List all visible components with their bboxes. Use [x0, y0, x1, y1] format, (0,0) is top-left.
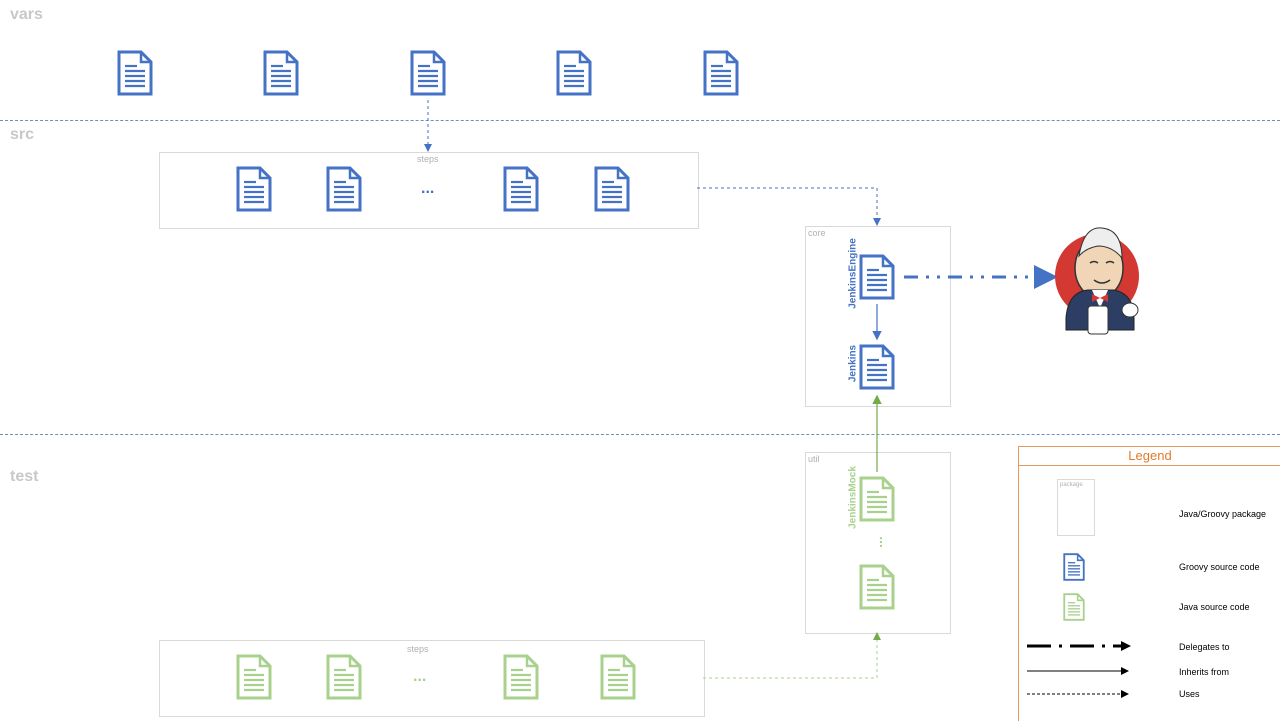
package-label: steps: [407, 644, 429, 654]
ellipsis-test-steps: ...: [413, 668, 427, 685]
groovy-file-icon: [859, 344, 895, 390]
package-label: util: [808, 454, 820, 464]
java-file-icon: [600, 654, 636, 700]
package-label: core: [808, 228, 826, 238]
legend-panel: Legend package Java/Groovy package Groov…: [1018, 446, 1280, 721]
separator-src-test: [0, 434, 1280, 435]
class-label-jenkins-engine: JenkinsEngine: [847, 238, 859, 309]
groovy-file-icon: [117, 50, 153, 96]
groovy-file-icon: [556, 50, 592, 96]
legend-inherits-line: [1027, 667, 1129, 675]
groovy-file-icon: [703, 50, 739, 96]
section-label-test: test: [10, 468, 39, 485]
class-label-jenkins-mock: JenkinsMock: [847, 466, 859, 529]
legend-package-sample-label: package: [1060, 482, 1083, 488]
java-file-icon: [503, 654, 539, 700]
groovy-file-icon: [410, 50, 446, 96]
section-label-src: src: [10, 126, 35, 143]
uses-arrow-teststeps-to-util: [703, 632, 881, 679]
groovy-file-icon: [236, 166, 272, 212]
legend-uses-line: [1027, 690, 1129, 698]
uses-arrow-steps-to-core: [697, 187, 881, 226]
legend-groovy-file-icon: [1063, 553, 1085, 581]
section-label-vars: vars: [10, 6, 43, 23]
legend-delegates-line: [1027, 641, 1131, 651]
java-file-icon: [859, 476, 895, 522]
java-file-icon: [236, 654, 272, 700]
separator-vars-src: [0, 120, 1280, 121]
java-file-icon: [326, 654, 362, 700]
groovy-file-icon: [859, 254, 895, 300]
legend-package-sample: package: [1057, 479, 1095, 536]
legend-text-delegates: Delegates to: [1179, 642, 1230, 652]
class-label-jenkins: Jenkins: [847, 344, 859, 383]
groovy-file-icon: [263, 50, 299, 96]
legend-text-groovy: Groovy source code: [1179, 562, 1260, 572]
java-file-icon: [859, 564, 895, 610]
package-label: steps: [417, 154, 439, 164]
groovy-file-icon: [594, 166, 630, 212]
groovy-file-icon: [503, 166, 539, 212]
legend-text-java: Java source code: [1179, 602, 1250, 612]
legend-java-file-icon: [1063, 593, 1085, 621]
ellipsis-src-steps: ...: [421, 180, 435, 197]
ellipsis-util: ...: [869, 536, 885, 548]
groovy-file-icon: [326, 166, 362, 212]
legend-text-inherits: Inherits from: [1179, 667, 1230, 677]
jenkins-butler-logo-icon: [1055, 227, 1139, 335]
legend-text-package: Java/Groovy package: [1179, 509, 1267, 519]
legend-text-uses: Uses: [1179, 689, 1200, 699]
legend-title: Legend: [1019, 447, 1280, 466]
